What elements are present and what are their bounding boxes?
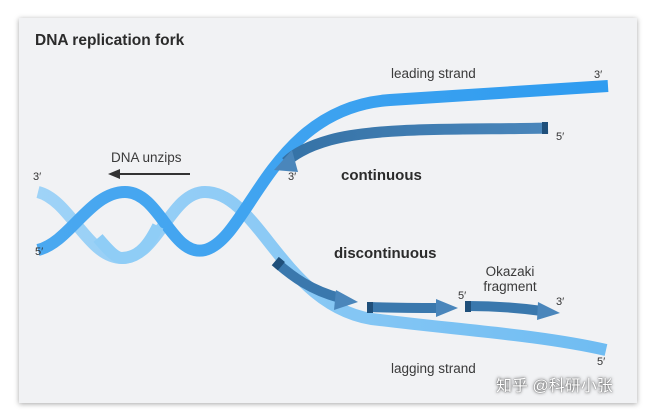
okazaki-fragment-3-arrowhead bbox=[537, 302, 560, 320]
leading-template-3prime: 3′ bbox=[594, 69, 603, 81]
lagging-strand-label: lagging strand bbox=[391, 361, 476, 376]
okazaki-fragment-2-arrowhead bbox=[436, 299, 458, 317]
leading-new-5prime: 5′ bbox=[556, 131, 565, 143]
diagram-title: DNA replication fork bbox=[35, 32, 185, 49]
okazaki-fragment-1 bbox=[274, 260, 342, 303]
lagging-template-5prime: 5′ bbox=[597, 356, 606, 368]
discontinuous-label: discontinuous bbox=[334, 245, 437, 262]
leading-new-strand-arrowhead bbox=[274, 150, 298, 172]
fragment-3prime: 3′ bbox=[556, 296, 565, 308]
okazaki-fragment-3 bbox=[467, 301, 543, 316]
okazaki-fragment-label: Okazaki fragment bbox=[470, 264, 550, 294]
okazaki-fragment-1-cap bbox=[271, 256, 285, 271]
leading-new-strand-5prime-cap bbox=[542, 122, 548, 134]
okazaki-fragment-2 bbox=[369, 302, 441, 313]
unzips-arrow-head bbox=[108, 169, 120, 179]
okazaki-label-line1: Okazaki bbox=[485, 264, 535, 279]
helix-left-5prime: 5′ bbox=[35, 246, 44, 258]
continuous-label: continuous bbox=[341, 167, 422, 184]
leading-new-3prime: 3′ bbox=[288, 171, 297, 183]
watermark: 知乎 @科研小张 bbox=[496, 378, 613, 395]
okazaki-fragment-2-cap bbox=[367, 302, 373, 313]
helix-strand-front bbox=[36, 80, 609, 257]
okazaki-fragment-3-cap bbox=[465, 301, 471, 312]
leading-new-strand bbox=[282, 122, 549, 167]
fragment-5prime: 5′ bbox=[458, 290, 467, 302]
okazaki-fragment-1-arrowhead bbox=[334, 290, 358, 310]
helix-strand-back-overlap bbox=[93, 223, 164, 265]
helix-left-3prime: 3′ bbox=[33, 171, 42, 183]
okazaki-label-line2: fragment bbox=[483, 279, 537, 294]
leading-strand-label: leading strand bbox=[391, 66, 476, 81]
dna-unzips-label: DNA unzips bbox=[111, 150, 182, 165]
